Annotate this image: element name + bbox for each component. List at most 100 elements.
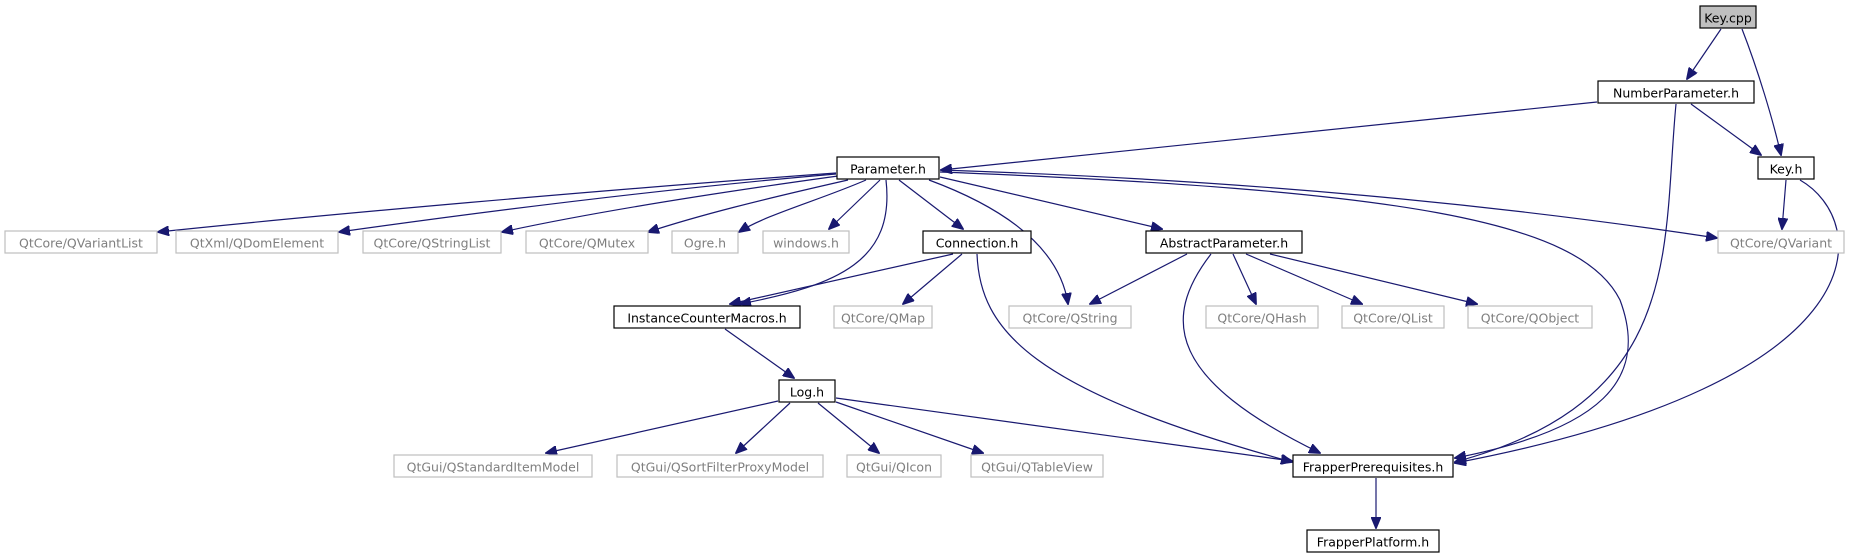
node-label: AbstractParameter.h [1160,236,1288,251]
node-box [616,454,824,478]
edge-abstract-parameter-to-qstring [1090,253,1188,304]
node-label: windows.h [773,236,839,251]
edge-parameter-to-abstract-parameter [939,176,1162,229]
edge-key-h-to-frapper-prerequisites [1455,179,1840,463]
edge-log-to-qtableview [835,401,983,453]
node-box [833,305,933,329]
node-parameter[interactable]: Parameter.h [836,156,940,180]
node-box [525,230,649,254]
node-box [393,454,593,478]
node-qmutex[interactable]: QtCore/QMutex [525,230,649,254]
node-key-cpp[interactable]: Key.cpp [1699,5,1757,29]
edge-abstract-parameter-to-qlist [1245,253,1362,304]
node-qmap[interactable]: QtCore/QMap [833,305,933,329]
node-qstandarditemmodel[interactable]: QtGui/QStandardItemModel [393,454,593,478]
edge-key-cpp-to-key-h [1741,28,1781,155]
edge-connection-to-frapper-prerequisites [976,253,1292,462]
node-label: Key.h [1770,162,1803,177]
edge-parameter-to-frapper-prerequisites [939,171,1629,458]
node-label: QtXml/QDomElement [190,236,324,251]
node-key-h[interactable]: Key.h [1757,156,1815,180]
edge-abstract-parameter-to-qhash [1232,253,1256,304]
node-qsortfilterproxymodel[interactable]: QtGui/QSortFilterProxyModel [616,454,824,478]
edge-parameter-to-qdomelement [339,173,837,232]
node-box [970,454,1104,478]
node-box [362,230,502,254]
node-log[interactable]: Log.h [778,379,836,403]
node-qobject[interactable]: QtCore/QObject [1467,305,1593,329]
node-qtableview[interactable]: QtGui/QTableView [970,454,1104,478]
node-box [613,305,801,329]
node-box [778,379,836,403]
edge-abstract-parameter-to-qobject [1269,253,1477,304]
node-label: QtGui/QTableView [981,460,1093,475]
node-box [1205,305,1319,329]
edge-abstract-parameter-to-frapper-prerequisites [1182,253,1320,453]
edge-parameter-to-qmutex [648,179,849,232]
node-windows[interactable]: windows.h [762,230,850,254]
edge-number-parameter-to-parameter [941,101,1598,170]
node-label: Parameter.h [850,162,926,177]
node-label: Key.cpp [1704,11,1752,26]
node-ogre[interactable]: Ogre.h [671,230,739,254]
node-qvariantlist[interactable]: QtCore/QVariantList [4,230,158,254]
node-label: QtCore/QHash [1217,311,1306,326]
node-frapper-prerequisites[interactable]: FrapperPrerequisites.h [1292,454,1454,478]
edge-parameter-to-connection [898,179,963,229]
node-label: Ogre.h [684,236,726,251]
node-box [1467,305,1593,329]
node-qlist[interactable]: QtCore/QList [1341,305,1445,329]
node-instance-counter[interactable]: InstanceCounterMacros.h [613,305,801,329]
node-label: InstanceCounterMacros.h [627,311,786,326]
node-label: QtCore/QVariantList [19,236,143,251]
node-qdomelement[interactable]: QtXml/QDomElement [175,230,339,254]
node-connection[interactable]: Connection.h [922,230,1032,254]
node-label: NumberParameter.h [1613,86,1739,101]
node-label: QtGui/QStandardItemModel [407,460,580,475]
node-label: QtCore/QMap [841,311,925,326]
node-box [1306,529,1440,553]
node-label: Connection.h [936,236,1019,251]
edge-instance-counter-to-log [724,328,794,378]
node-box [1757,156,1815,180]
node-qstring[interactable]: QtCore/QString [1008,305,1132,329]
edge-log-to-qstandarditemmodel [546,400,779,453]
node-label: QtCore/QStringList [374,236,491,251]
node-box [1008,305,1132,329]
node-box [836,156,940,180]
edge-key-h-to-qvariant [1782,179,1786,229]
node-label: QtGui/QSortFilterProxyModel [631,460,809,475]
node-label: Log.h [790,385,824,400]
node-qicon[interactable]: QtGui/QIcon [846,454,942,478]
node-label: QtGui/QIcon [856,460,932,475]
node-label: FrapperPlatform.h [1317,535,1429,550]
node-qstringlist[interactable]: QtCore/QStringList [362,230,502,254]
node-qvariant[interactable]: QtCore/QVariant [1717,230,1845,254]
node-box [1699,5,1757,29]
edge-parameter-to-windows [829,179,881,229]
node-box [1717,230,1845,254]
edges-layer [158,28,1840,528]
node-box [922,230,1032,254]
node-qhash[interactable]: QtCore/QHash [1205,305,1319,329]
node-box [4,230,158,254]
edge-parameter-to-qvariantlist [158,172,837,232]
node-box [671,230,739,254]
edge-log-to-qicon [817,402,879,453]
node-label: QtCore/QList [1353,311,1433,326]
edge-log-to-qsortfilterproxymodel [736,402,791,453]
node-number-parameter[interactable]: NumberParameter.h [1597,80,1755,104]
node-box [1341,305,1445,329]
edge-log-to-frapper-prerequisites [835,397,1292,461]
node-frapper-platform[interactable]: FrapperPlatform.h [1306,529,1440,553]
edge-number-parameter-to-frapper-prerequisites [1455,103,1677,462]
edge-parameter-to-ogre [739,179,867,232]
node-box [175,230,339,254]
node-abstract-parameter[interactable]: AbstractParameter.h [1145,230,1303,254]
edge-parameter-to-qvariant [939,169,1717,238]
node-box [1597,80,1755,104]
edge-number-parameter-to-key-h [1690,103,1761,155]
node-label: QtCore/QObject [1481,311,1580,326]
